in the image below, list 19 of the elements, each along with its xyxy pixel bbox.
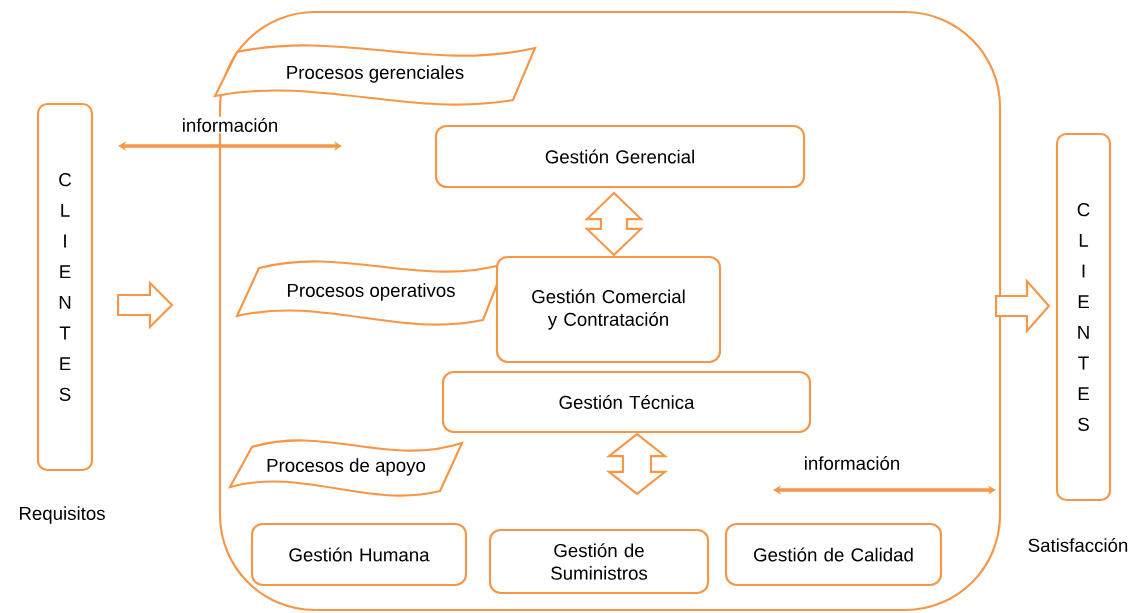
edge-label: información [180,116,280,134]
edge-label: información [802,454,902,472]
arrow [773,485,996,495]
process-box: Gestión de Suministros [488,528,710,595]
process-box: Gestión de Calidad [724,522,943,587]
process-box: Gestión Técnica [441,370,812,434]
arrow [995,278,1051,334]
client-box: C L I E N T E S [36,102,94,472]
arrow [118,141,342,151]
banner: Procesos gerenciales [213,44,537,106]
caption-text: Satisfacción [1028,538,1128,552]
process-box: Gestión Humana [250,522,468,587]
process-box: Gestión Comercial y Contratación [495,255,722,364]
banner: Procesos operativos [235,260,507,326]
caption-text: Requisitos [19,506,105,524]
arrow [117,280,174,330]
client-box: C L I E N T E S [1055,132,1112,502]
banner: Procesos de apoyo [228,439,464,497]
process-box: Gestión Gerencial [434,124,806,189]
